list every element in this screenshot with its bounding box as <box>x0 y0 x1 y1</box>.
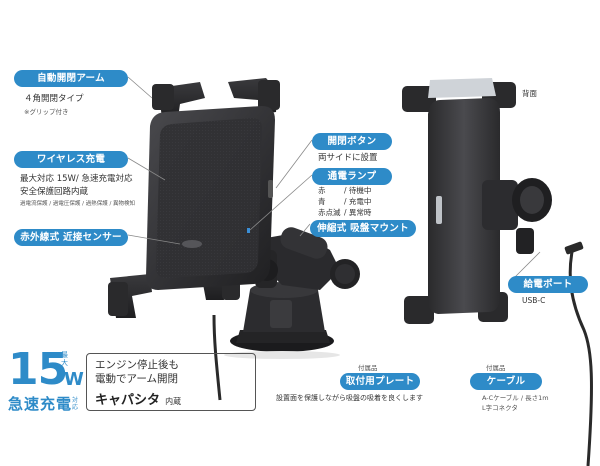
lamp-row: 赤/ 待機中 <box>318 186 372 195</box>
open-button-label: 開閉ボタン <box>312 133 392 150</box>
cable-front <box>212 314 222 401</box>
promo-unit: W <box>64 369 84 390</box>
capacitor-line-3: キャパシタ 内蔵 <box>95 389 181 408</box>
lead-lines <box>127 76 541 281</box>
cable-back <box>564 241 593 466</box>
wireless-label: ワイヤレス充電 <box>14 151 128 168</box>
plate-label: 取付用プレート <box>340 373 420 390</box>
capacitor-box: エンジン停止後も 電動でアーム開閉 キャパシタ 内蔵 <box>86 353 256 411</box>
port-label: 給電ポート <box>508 276 588 293</box>
promo-max: 最大 <box>61 351 68 367</box>
wireless-desc-1: 最大対応 15W/ 急速充電対応 <box>20 174 133 184</box>
cable-desc-2: L字コネクタ <box>482 404 518 412</box>
port-type: USB-C <box>522 296 546 305</box>
ir-sensor-label: 赤外線式 近接センサー <box>14 229 128 246</box>
capacitor-line-1: エンジン停止後も <box>95 359 179 371</box>
back-holder <box>402 78 552 324</box>
auto-arm-label: 自動開閉アーム <box>14 70 128 87</box>
promo-fast-charge: 急速充電 <box>8 395 73 413</box>
plate-tag: 付属品 <box>358 364 378 372</box>
suction-mount-front <box>230 227 360 352</box>
wireless-desc-2: 安全保護回路内蔵 <box>20 187 89 197</box>
promo-big-number: 15 <box>8 344 68 395</box>
plate-desc: 設置面を保護しながら吸盤の吸着を良くします <box>276 394 423 402</box>
front-holder <box>108 78 280 318</box>
lamp-label: 通電ランプ <box>312 168 392 185</box>
auto-arm-note: ※グリップ付き <box>24 108 69 116</box>
wireless-desc-3: 過電流保護 / 過電圧保護 / 過熱保護 / 異物検知 <box>20 201 136 207</box>
lamp-legend: 赤/ 待機中 青/ 充電中 赤点滅/ 異常時 <box>318 185 371 218</box>
cable-label: ケーブル <box>470 373 542 390</box>
cable-tag: 付属品 <box>486 364 506 372</box>
mount-label: 伸縮式 吸盤マウント <box>310 220 416 237</box>
lamp-row: 赤点滅/ 異常時 <box>318 208 372 217</box>
lamp-row: 青/ 充電中 <box>318 197 372 206</box>
promo-fast-note: 対応 <box>72 397 79 411</box>
capacitor-line-2: 電動でアーム開閉 <box>95 373 179 385</box>
capacitor-word: キャパシタ <box>95 393 161 408</box>
auto-arm-desc: ４角開閉タイプ <box>24 94 84 104</box>
open-button-desc: 両サイドに設置 <box>318 153 378 163</box>
back-view-label: 背面 <box>522 89 537 98</box>
capacitor-suffix: 内蔵 <box>165 397 182 406</box>
cable-desc-1: A-Cケーブル / 長さ1m <box>482 394 549 402</box>
